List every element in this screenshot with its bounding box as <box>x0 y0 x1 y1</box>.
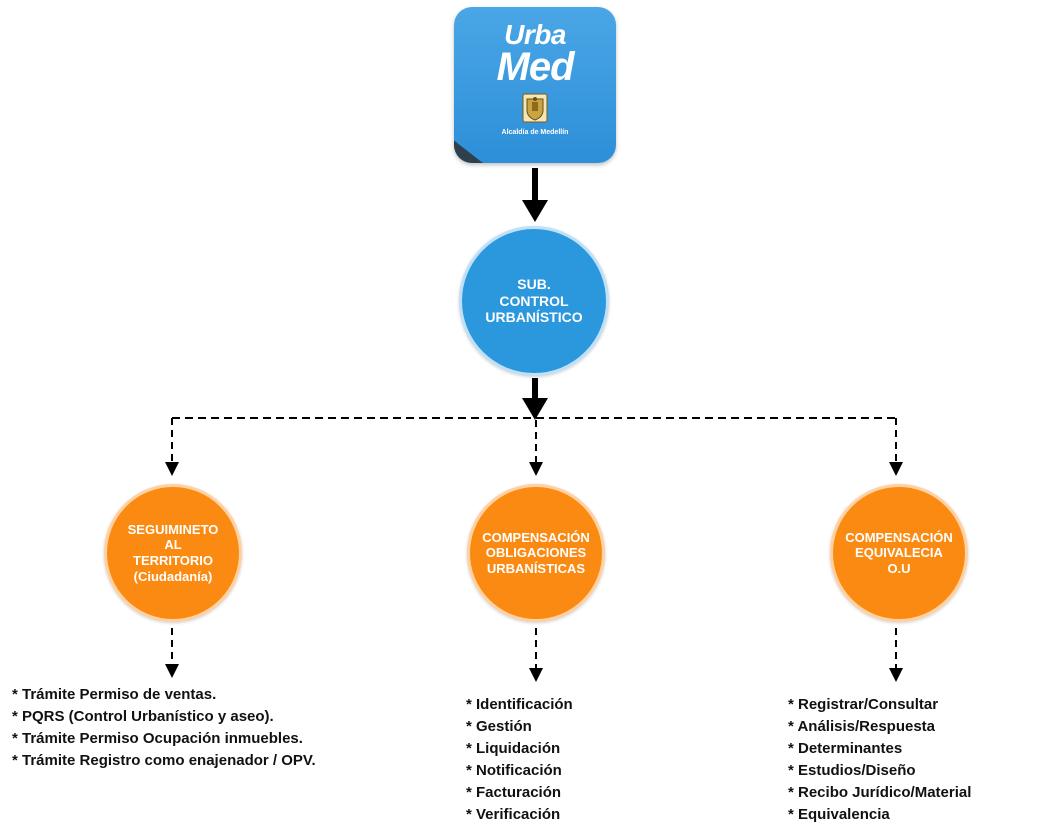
dashed-arrow-list-1 <box>165 628 179 678</box>
dashed-drop-1 <box>165 418 179 476</box>
list-item: * Trámite Permiso Ocupación inmuebles. <box>12 730 303 747</box>
list-item: * Trámite Registro como enajenador / OPV… <box>12 752 316 769</box>
list-item: * Equivalencia <box>788 806 890 823</box>
urbamed-logo: Urba Med Alcaldía de Medellín <box>454 7 616 163</box>
branch-2-item-list: * Identificación * Gestión * Liquidación… <box>466 694 573 826</box>
list-item: * Gestión <box>466 718 532 735</box>
dashed-drop-2 <box>529 420 543 476</box>
logo-text-med: Med <box>496 45 575 89</box>
branch-1-item-list: * Trámite Permiso de ventas. * PQRS (Con… <box>12 684 316 772</box>
root-node-sub-control: SUB. CONTROL URBANÍSTICO <box>459 226 609 376</box>
list-item: * Identificación <box>466 696 573 713</box>
list-item: * PQRS (Control Urbanístico y aseo). <box>12 708 274 725</box>
logo-text-urba: Urba <box>504 19 566 50</box>
list-item: * Recibo Jurídico/Material <box>788 784 972 801</box>
logo-caption: Alcaldía de Medellín <box>501 129 569 136</box>
arrow-root-to-bus <box>522 378 548 420</box>
dashed-arrow-list-2 <box>529 628 543 682</box>
list-item: * Trámite Permiso de ventas. <box>12 686 217 703</box>
list-item: * Facturación <box>466 784 562 801</box>
branch-node-seguimiento: SEGUIMINETO AL TERRITORIO (Ciudadanía) <box>104 484 242 622</box>
list-item: * Determinantes <box>788 740 903 757</box>
list-item: * Análisis/Respuesta <box>788 718 936 735</box>
list-item: * Verificación <box>466 806 561 823</box>
list-item: * Notificación <box>466 762 562 779</box>
list-item: * Estudios/Diseño <box>788 762 916 779</box>
branch-3-item-list: * Registrar/Consultar * Análisis/Respues… <box>788 694 971 826</box>
branch-node-compensacion-obligaciones: COMPENSACIÓN OBLIGACIONES URBANÍSTICAS <box>467 484 605 622</box>
coat-of-arms-icon <box>522 93 548 123</box>
logo-corner-shape <box>454 117 511 163</box>
arrow-logo-to-root <box>522 168 548 222</box>
list-item: * Registrar/Consultar <box>788 696 939 713</box>
dashed-drop-3 <box>889 418 903 476</box>
dashed-arrow-list-3 <box>889 628 903 682</box>
branch-node-compensacion-equivalencia: COMPENSACIÓN EQUIVALECIA O.U <box>830 484 968 622</box>
list-item: * Liquidación <box>466 740 561 757</box>
